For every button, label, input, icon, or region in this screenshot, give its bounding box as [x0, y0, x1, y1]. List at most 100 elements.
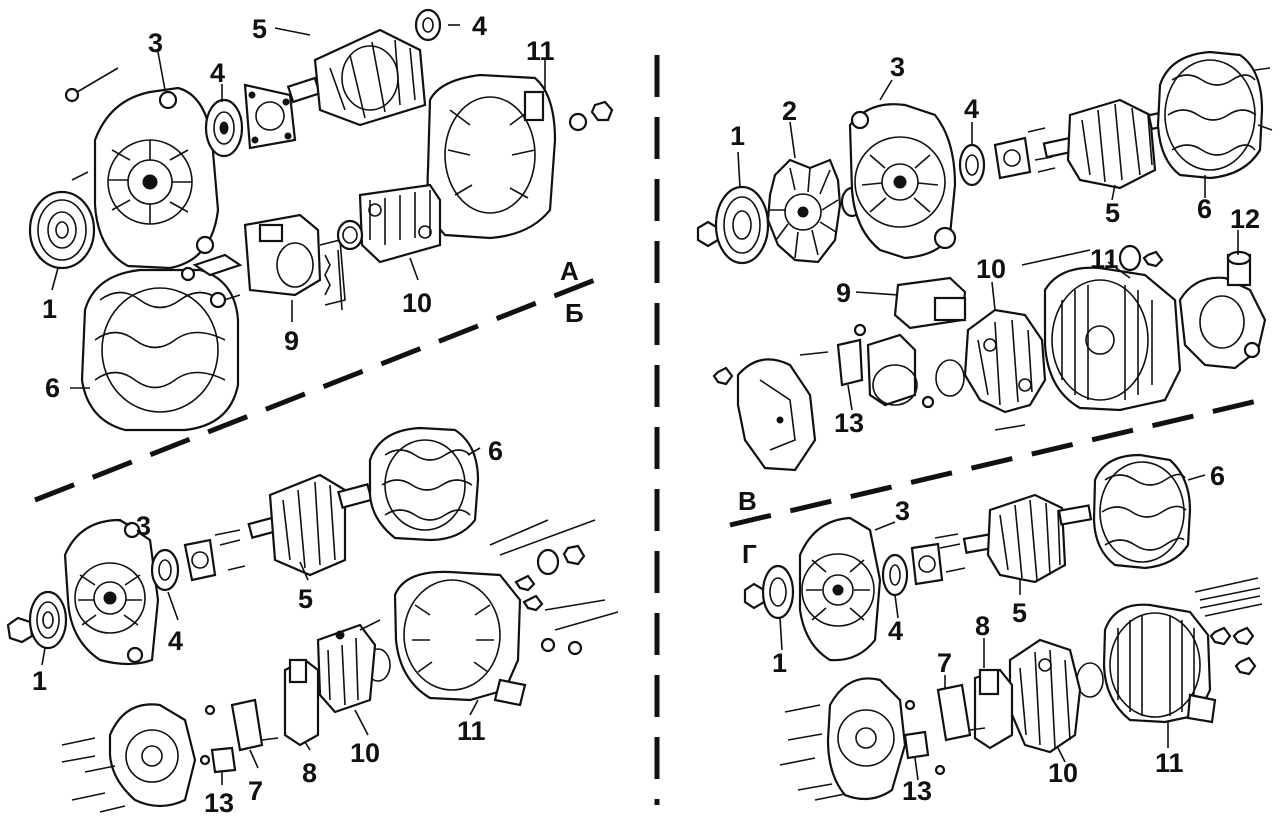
a-rear-housing	[426, 73, 557, 240]
callout-v-3: 3	[890, 52, 905, 82]
callout-b-4: 4	[168, 626, 183, 656]
b-rear-cover	[108, 703, 197, 808]
g-plate	[910, 542, 944, 586]
b-nut	[6, 616, 34, 644]
v-bearing	[958, 143, 986, 187]
callout-b-1: 1	[32, 666, 47, 696]
a-front-housing	[93, 86, 220, 270]
callout-b-10: 10	[350, 738, 380, 768]
g-rotor	[962, 493, 1093, 584]
a-regulator	[243, 213, 346, 306]
a-rectifier	[358, 183, 442, 264]
callout-b-6: 6	[488, 436, 503, 466]
g-rear-cover	[826, 677, 907, 801]
b-front-housing	[63, 518, 160, 666]
callout-g-13: 13	[902, 776, 932, 806]
callout-v-9: 9	[836, 278, 851, 308]
divider-a-b	[34, 275, 601, 503]
callout-a-11: 11	[526, 36, 555, 66]
b-bearing	[150, 548, 180, 592]
a-bearing	[204, 98, 244, 158]
callout-b-8: 8	[302, 758, 317, 788]
v-rear-housing	[1043, 266, 1182, 412]
callout-v-11: 11	[1090, 244, 1119, 274]
v-plate	[993, 136, 1032, 180]
g-pulley	[761, 564, 795, 620]
b-rectifier	[316, 619, 381, 714]
v-front-housing	[848, 103, 957, 260]
callout-a-9: 9	[284, 326, 299, 356]
b-rear-housing	[393, 570, 527, 707]
section-v-alternator	[696, 50, 1273, 472]
callout-v-10: 10	[976, 254, 1006, 284]
callout-b-13: 13	[204, 788, 234, 818]
callout-a-6: 6	[45, 373, 60, 403]
g-bearing	[881, 553, 909, 597]
b-regulator	[283, 658, 320, 747]
g-nut	[743, 582, 766, 610]
callout-g-10: 10	[1048, 758, 1078, 788]
v-brush-holder	[866, 333, 918, 407]
callout-v-2: 2	[782, 96, 797, 126]
callout-a-10: 10	[402, 288, 432, 318]
g-connector	[903, 730, 930, 760]
callout-g-5: 5	[1012, 598, 1027, 628]
v-fan	[766, 158, 842, 264]
callout-g-4: 4	[888, 616, 903, 646]
callout-a-3: 3	[148, 28, 163, 58]
section-label-a: А	[560, 256, 579, 286]
callout-g-6: 6	[1210, 461, 1225, 491]
v-rectifier	[963, 308, 1047, 414]
v-regulator	[893, 276, 967, 330]
g-brush-holder	[936, 683, 972, 742]
callout-b-3: 3	[136, 511, 151, 541]
v-vacuum-pump	[1178, 250, 1267, 370]
callout-v-1: 1	[730, 121, 745, 151]
a-bolt	[71, 67, 119, 96]
g-front-housing	[798, 516, 882, 662]
callout-b-11: 11	[457, 716, 486, 746]
g-regulator	[973, 668, 1014, 750]
section-a-alternator	[28, 8, 614, 432]
g-stator	[1092, 453, 1192, 570]
callout-b-7: 7	[248, 776, 263, 806]
section-b-alternator	[6, 426, 619, 813]
callout-b-5: 5	[298, 584, 313, 614]
section-label-v: В	[738, 486, 757, 516]
callout-g-3: 3	[895, 496, 910, 526]
v-stator	[1156, 50, 1273, 180]
v-pulley	[714, 185, 770, 265]
v-rear-cover	[736, 358, 817, 472]
callout-g-8: 8	[975, 611, 990, 641]
callout-a-5: 5	[252, 14, 267, 44]
callout-g-1: 1	[772, 648, 787, 678]
callout-a-1: 1	[42, 294, 57, 324]
callout-v-13: 13	[834, 408, 864, 438]
callout-v-4: 4	[964, 94, 979, 124]
b-connector	[210, 746, 237, 774]
callout-a-4a: 4	[210, 58, 225, 88]
callout-v-6: 6	[1197, 194, 1212, 224]
g-rectifier	[1008, 638, 1082, 754]
a-pulley	[28, 190, 96, 270]
section-label-g: Г	[742, 539, 757, 569]
b-plate	[183, 538, 217, 582]
callout-a-4b: 4	[472, 11, 487, 41]
b-rotor	[247, 473, 373, 577]
callout-v-5: 5	[1105, 198, 1120, 228]
section-label-b: Б	[565, 298, 584, 328]
g-rear-housing	[1102, 603, 1217, 724]
b-stator	[368, 426, 480, 542]
callout-g-11: 11	[1155, 748, 1184, 778]
divider-v-g	[729, 395, 1271, 528]
section-g-alternator	[743, 453, 1263, 801]
callout-v-12: 12	[1230, 204, 1260, 234]
a-slip-ring	[414, 8, 442, 42]
a-plate	[243, 83, 297, 150]
callout-g-7: 7	[937, 648, 952, 678]
a-stator	[80, 268, 240, 432]
b-pulley	[28, 590, 68, 650]
b-brush-holder	[230, 698, 264, 752]
